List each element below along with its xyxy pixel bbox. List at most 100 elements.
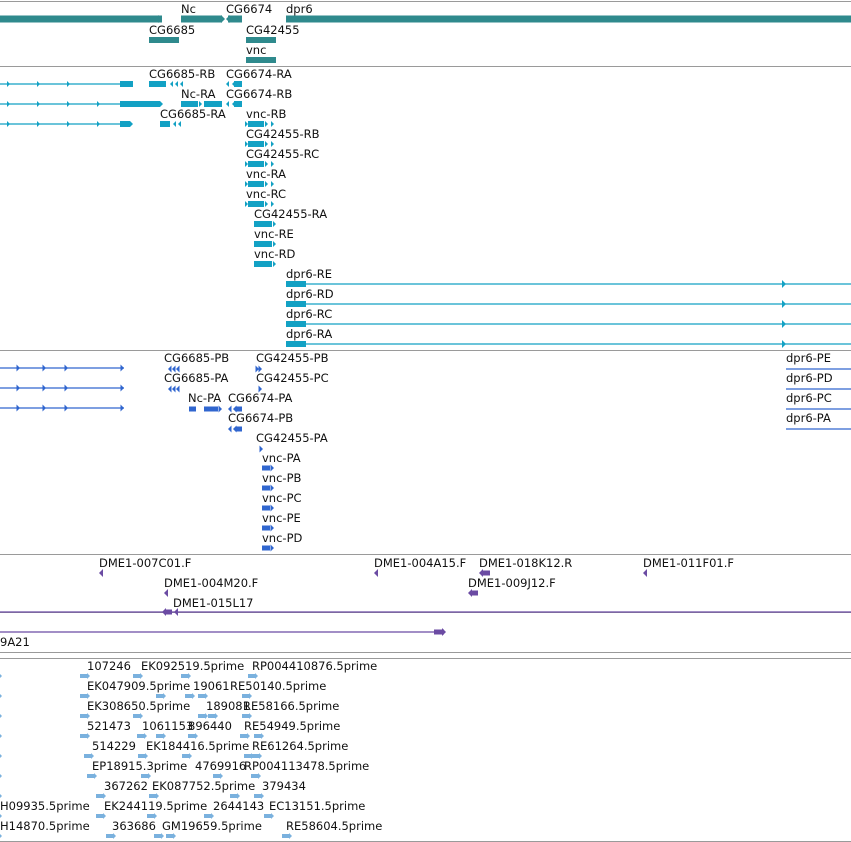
est-read[interactable]: [156, 694, 163, 698]
bac-end[interactable]: [472, 590, 478, 596]
feature-label: dpr6-PC: [786, 391, 832, 405]
cds[interactable]: [204, 406, 218, 412]
exon[interactable]: [160, 121, 170, 127]
est-read[interactable]: [240, 734, 247, 738]
exon[interactable]: [234, 81, 242, 87]
strand-arrow-icon: [87, 733, 90, 739]
strand-arrow-icon: [265, 201, 268, 207]
est-read[interactable]: [133, 674, 140, 678]
est-read[interactable]: [133, 714, 140, 718]
est-read[interactable]: [213, 774, 220, 778]
est-read[interactable]: [254, 794, 261, 798]
strand-arrow-icon: [87, 693, 90, 699]
est-read[interactable]: [264, 814, 271, 818]
strand-arrow-icon: [7, 101, 10, 107]
est-read[interactable]: [282, 834, 289, 838]
exon[interactable]: [286, 321, 306, 327]
exon[interactable]: [248, 181, 264, 187]
gene-bar[interactable]: [246, 37, 276, 43]
bac-clone-end[interactable]: [434, 629, 444, 635]
est-read[interactable]: [96, 794, 103, 798]
exon[interactable]: [120, 121, 130, 127]
exon[interactable]: [254, 221, 272, 227]
est-read[interactable]: [80, 734, 87, 738]
cds[interactable]: [262, 525, 270, 531]
est-read[interactable]: [80, 694, 87, 698]
gene-bar[interactable]: [149, 37, 179, 43]
est-read[interactable]: [242, 714, 249, 718]
est-read[interactable]: [182, 754, 189, 758]
gene-bar[interactable]: [246, 57, 276, 63]
strand-arrow-icon: [91, 753, 94, 759]
est-read[interactable]: [80, 674, 87, 678]
est-read[interactable]: [84, 754, 91, 758]
est-read[interactable]: [96, 814, 103, 818]
strand-arrow-icon: [160, 101, 163, 107]
cds[interactable]: [262, 545, 270, 551]
exon[interactable]: [181, 101, 198, 107]
bac-end[interactable]: [483, 570, 490, 576]
est-read[interactable]: [138, 754, 145, 758]
exon[interactable]: [120, 81, 133, 87]
gene-bar[interactable]: [181, 15, 222, 23]
est-read[interactable]: [166, 834, 173, 838]
est-read[interactable]: [80, 714, 87, 718]
est-read[interactable]: [185, 694, 192, 698]
est-read[interactable]: [204, 814, 211, 818]
feature-label: EC13151.5prime: [269, 799, 365, 813]
est-read[interactable]: [252, 754, 259, 758]
strand-arrow-icon: [173, 121, 176, 127]
est-read[interactable]: [141, 774, 148, 778]
gene-bar[interactable]: [286, 15, 851, 23]
exon[interactable]: [248, 141, 264, 147]
est-read[interactable]: [198, 714, 205, 718]
est-read[interactable]: [188, 734, 195, 738]
est-read[interactable]: [242, 694, 249, 698]
cds[interactable]: [262, 465, 270, 471]
feature-label: 379434: [262, 779, 306, 793]
est-read[interactable]: [149, 794, 156, 798]
est-read[interactable]: [147, 814, 154, 818]
cds[interactable]: [262, 505, 270, 511]
exon[interactable]: [248, 161, 264, 167]
cds[interactable]: [236, 426, 242, 432]
est-read[interactable]: [230, 794, 237, 798]
cds[interactable]: [189, 406, 196, 412]
est-read[interactable]: [154, 834, 161, 838]
strand-arrow-icon: [199, 101, 202, 107]
est-read[interactable]: [181, 674, 188, 678]
exon[interactable]: [248, 201, 264, 207]
feature-label: vnc-PA: [262, 451, 301, 465]
cds[interactable]: [262, 485, 270, 491]
strand-arrow-icon: [156, 793, 159, 799]
strand-arrow-icon: [64, 364, 68, 372]
exon[interactable]: [120, 101, 160, 107]
gene-bar[interactable]: [0, 15, 162, 23]
exon[interactable]: [286, 341, 306, 347]
exon[interactable]: [149, 81, 166, 87]
est-read[interactable]: [251, 774, 258, 778]
est-read[interactable]: [87, 774, 94, 778]
est-read[interactable]: [248, 674, 255, 678]
est-read[interactable]: [244, 754, 251, 758]
exon[interactable]: [286, 301, 306, 307]
gene-bar[interactable]: [228, 15, 242, 23]
feature-label: 363686: [112, 819, 156, 833]
exon[interactable]: [254, 261, 272, 267]
est-read[interactable]: [137, 734, 144, 738]
exon[interactable]: [286, 281, 306, 287]
cds[interactable]: [236, 406, 242, 412]
exon[interactable]: [254, 241, 272, 247]
strand-arrow-icon: [221, 15, 225, 23]
strand-arrow-icon: [0, 714, 2, 718]
est-read[interactable]: [254, 734, 261, 738]
feature-label: DME1-011F01.F: [643, 556, 734, 570]
est-read[interactable]: [156, 734, 163, 738]
est-read[interactable]: [208, 714, 215, 718]
strand-arrow-icon: [42, 364, 46, 372]
exon[interactable]: [248, 121, 264, 127]
est-read[interactable]: [106, 834, 113, 838]
exon[interactable]: [234, 101, 242, 107]
exon[interactable]: [204, 101, 222, 107]
est-read[interactable]: [198, 694, 205, 698]
